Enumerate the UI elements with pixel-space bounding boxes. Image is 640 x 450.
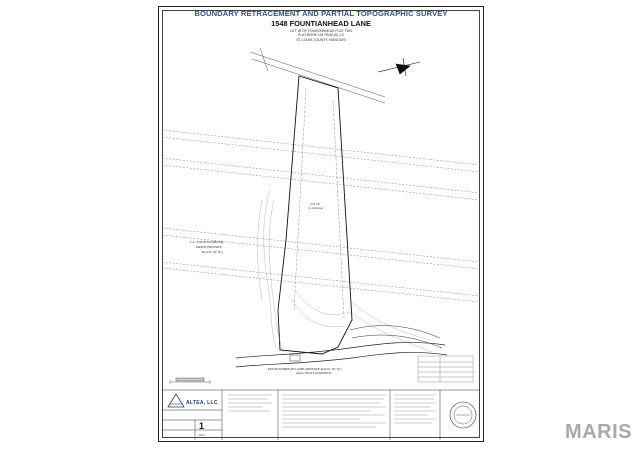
property-boundary: [277, 75, 353, 355]
company-name: ALTEA, LLC: [186, 400, 218, 406]
lot-line-3: ST. LOUIS COUNTY, MISSOURI: [296, 37, 346, 42]
sheet-border: [162, 10, 480, 438]
lot-line-1: LOT 1B OF FOUNTAINHEAD PLAT TWO: [289, 29, 353, 33]
maris-watermark: MARIS: [565, 421, 632, 443]
top-road-lines: [249, 47, 386, 104]
structure-footprint: [289, 354, 301, 362]
lot-description: LOT 1B OF FOUNTAINHEAD PLAT TWO PLAT BOO…: [159, 29, 483, 42]
setback-lines: [293, 87, 345, 319]
sheet-number: 1: [199, 421, 205, 431]
survey-address: 1548 FOUNTIANHEAD LANE: [271, 19, 371, 28]
lot-area-label: (1.40 Acres): [308, 206, 324, 210]
street-label-main: FOUNTAINHEAD LANE (PRIVATE R.O.W. 50' W.…: [268, 367, 342, 371]
surveyor-seal-icon: [449, 401, 477, 429]
title-block: [162, 389, 480, 440]
right-road-curve: [349, 325, 443, 349]
survey-title: BOUNDARY RETRACEMENT AND PARTIAL TOPOGRA…: [194, 9, 448, 18]
lot-number-label: LOT 1B: [310, 202, 320, 206]
sheet-of: OF 1: [199, 433, 206, 437]
company-logo-icon: [167, 393, 185, 408]
fountainhead-lane-lines: [235, 342, 448, 368]
survey-sheet: BOUNDARY RETRACEMENT AND PARTIAL TOPOGRA…: [158, 6, 484, 442]
general-notes: [228, 394, 436, 428]
easement-lines: [161, 129, 481, 303]
lot-line-2: PLAT BOOK 101 PAGE(S) 1-2: [298, 33, 344, 38]
street-label-left-3: R.O.W. 50' W.): [202, 250, 223, 254]
street-section-detail: [169, 377, 211, 384]
legend-table: [417, 355, 474, 383]
street-label-left-2: DRIVE (PRIVATE: [196, 245, 222, 249]
street-label-left-1: C.L. FOUNTAINHEAD: [190, 240, 224, 244]
street-label-sub: (AKA UTILITY EASEMENT): [296, 372, 332, 375]
north-arrow-icon: [377, 57, 421, 77]
